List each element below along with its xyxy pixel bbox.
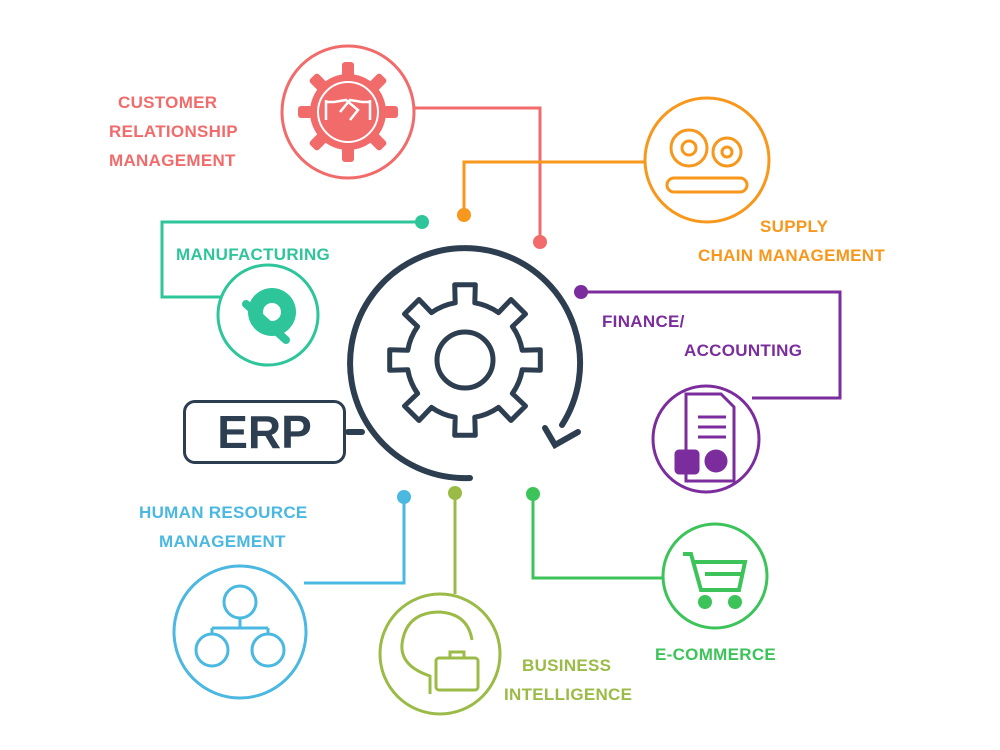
mfg-label-line: MANUFACTURING: [176, 245, 331, 264]
fin-label-line: FINANCE/: [602, 312, 685, 331]
financial-report-icon: [674, 392, 736, 483]
scm-label: SUPPLY CHAIN MANAGEMENT: [698, 212, 885, 270]
erp-label: ERP: [217, 406, 312, 458]
bi-label-line: INTELLIGENCE: [504, 685, 633, 704]
bi-label-line: BUSINESS: [522, 656, 612, 675]
crm-label: CUSTOMER RELATIONSHIP MANAGEMENT: [109, 88, 238, 175]
ai-head-briefcase-icon: [400, 610, 480, 694]
mfg-label: MANUFACTURING: [176, 240, 330, 269]
central-gear-icon: [387, 282, 543, 438]
crm-connector: [280, 44, 547, 249]
ecom-label-line: E-COMMERCE: [655, 645, 777, 664]
fin-label-line: ACCOUNTING: [684, 341, 803, 360]
wrench-gear-icon: [242, 288, 296, 344]
hr-label-line: MANAGEMENT: [159, 532, 286, 551]
org-chart-people-icon: [194, 584, 286, 668]
scm-label-line: SUPPLY: [760, 217, 829, 236]
scm-label-line: CHAIN MANAGEMENT: [698, 246, 886, 265]
mfg-connector: [160, 215, 429, 367]
crm-label-line: RELATIONSHIP: [109, 122, 238, 141]
fin-connector: [574, 285, 842, 494]
cycle-arrow-icon: [345, 245, 584, 482]
ecom-label: E-COMMERCE: [655, 640, 776, 669]
fin-label: FINANCE/ ACCOUNTING: [602, 307, 802, 365]
bi-connector: [378, 486, 502, 716]
scm-connector: [457, 96, 771, 224]
ecom-connector: [526, 487, 769, 630]
gears-chain-icon: [665, 128, 749, 194]
hr-label-line: HUMAN RESOURCE: [139, 503, 308, 522]
bi-label: BUSINESS INTELLIGENCE: [504, 651, 632, 709]
crm-label-line: CUSTOMER: [118, 93, 218, 112]
shopping-cart-icon: [683, 552, 748, 609]
crm-label-line: MANAGEMENT: [109, 151, 236, 170]
hr-label: HUMAN RESOURCE MANAGEMENT: [139, 498, 308, 556]
erp-label-box: ERP: [183, 400, 346, 464]
handshake-gear-icon: [298, 62, 398, 162]
hr-connector: [172, 490, 411, 700]
